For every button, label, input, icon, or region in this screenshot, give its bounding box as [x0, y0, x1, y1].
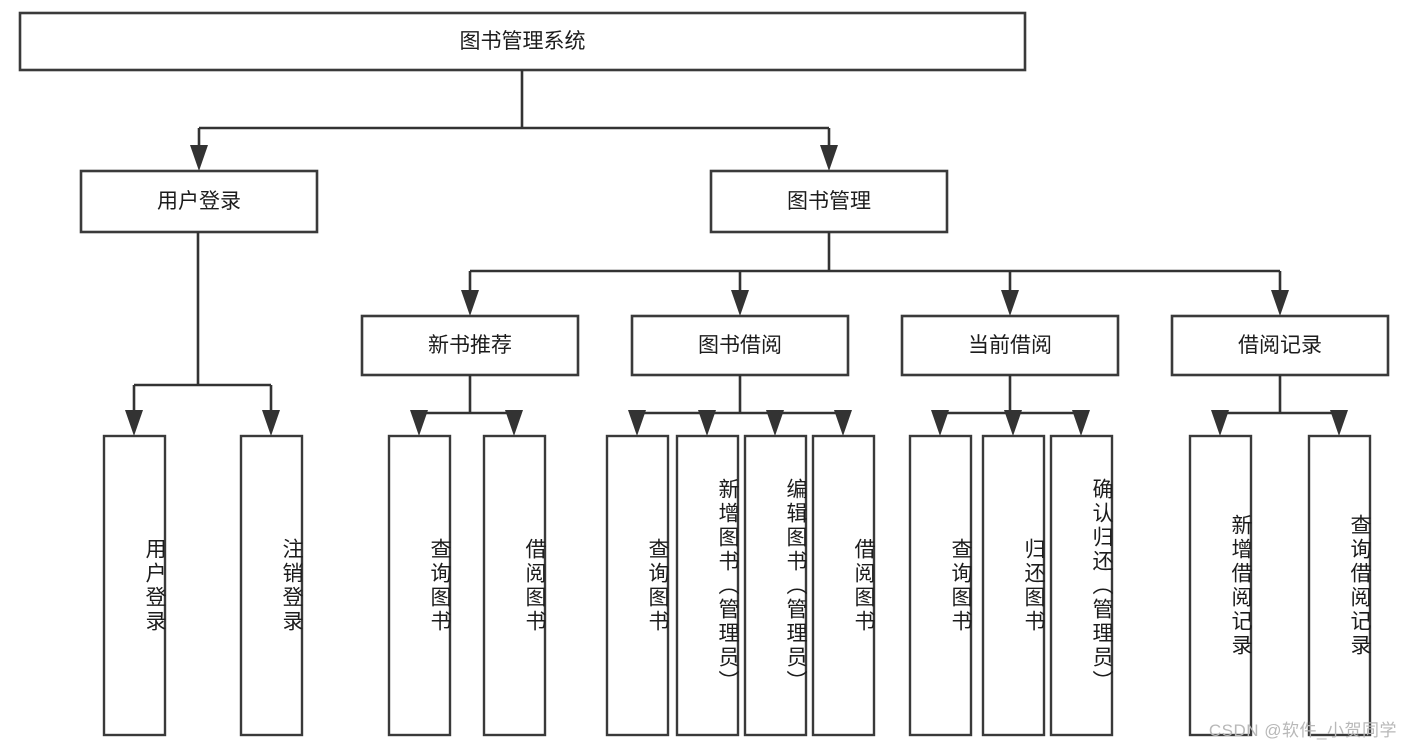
- root-to-child-1-arrowhead: [820, 145, 838, 171]
- subtree-1-leaf-1-arrowhead: [698, 410, 716, 436]
- node-box-leaf-confirm-return-admin[interactable]: [1049, 434, 1114, 737]
- root-to-child-0-arrowhead: [190, 145, 208, 171]
- node-box-new-book-recommend[interactable]: [360, 314, 580, 377]
- subtree-3-leaf-1-arrowhead: [1330, 410, 1348, 436]
- node-box-book-management[interactable]: [709, 169, 949, 234]
- subtree-1-leaf-3-arrowhead: [834, 410, 852, 436]
- node-label-user-login: 用户登录: [157, 190, 241, 213]
- subtree-0-leaf-1-arrowhead: [505, 410, 523, 436]
- subtree-1-leaf-2-arrowhead: [766, 410, 784, 436]
- node-box-system-title[interactable]: [18, 11, 1027, 72]
- node-box-leaf-add-borrow-record[interactable]: [1188, 434, 1253, 737]
- book-mgmt-child-1-arrowhead: [731, 290, 749, 316]
- node-box-leaf-borrow-book-2[interactable]: [811, 434, 876, 737]
- node-box-leaf-add-book-admin[interactable]: [675, 434, 740, 737]
- node-box-leaf-query-book-2[interactable]: [605, 434, 670, 737]
- subtree-0-leaf-0-arrowhead: [410, 410, 428, 436]
- node-box-leaf-query-book-1[interactable]: [387, 434, 452, 737]
- node-box-leaf-query-borrow-record[interactable]: [1307, 434, 1372, 737]
- node-box-borrow-record[interactable]: [1170, 314, 1390, 377]
- book-mgmt-child-3-arrowhead: [1271, 290, 1289, 316]
- node-box-leaf-return-book[interactable]: [981, 434, 1046, 737]
- node-box-leaf-query-book-3[interactable]: [908, 434, 973, 737]
- user-login-leaf-0-arrowhead: [125, 410, 143, 436]
- subtree-3-leaf-0-arrowhead: [1211, 410, 1229, 436]
- node-box-book-borrow[interactable]: [630, 314, 850, 377]
- subtree-2-leaf-0-arrowhead: [931, 410, 949, 436]
- node-box-leaf-logout-login[interactable]: [239, 434, 304, 737]
- book-mgmt-child-2-arrowhead: [1001, 290, 1019, 316]
- node-box-leaf-edit-book-admin[interactable]: [743, 434, 808, 737]
- node-label-book-borrow: 图书借阅: [698, 334, 782, 357]
- node-box-leaf-borrow-book-1[interactable]: [482, 434, 547, 737]
- node-box-leaf-user-login[interactable]: [102, 434, 167, 737]
- subtree-1-leaf-0-arrowhead: [628, 410, 646, 436]
- node-label-borrow-record: 借阅记录: [1238, 334, 1322, 357]
- watermark-text: CSDN @软件_小贺同学: [1208, 721, 1397, 740]
- node-label-new-book-recommend: 新书推荐: [428, 334, 512, 357]
- book-mgmt-child-0-arrowhead: [461, 290, 479, 316]
- user-login-leaf-1-arrowhead: [262, 410, 280, 436]
- subtree-2-leaf-1-arrowhead: [1004, 410, 1022, 436]
- node-label-current-borrow: 当前借阅: [968, 334, 1052, 357]
- node-box-current-borrow[interactable]: [900, 314, 1120, 377]
- subtree-2-leaf-2-arrowhead: [1072, 410, 1090, 436]
- node-label-system-title: 图书管理系统: [460, 30, 586, 53]
- node-label-book-management: 图书管理: [787, 190, 871, 213]
